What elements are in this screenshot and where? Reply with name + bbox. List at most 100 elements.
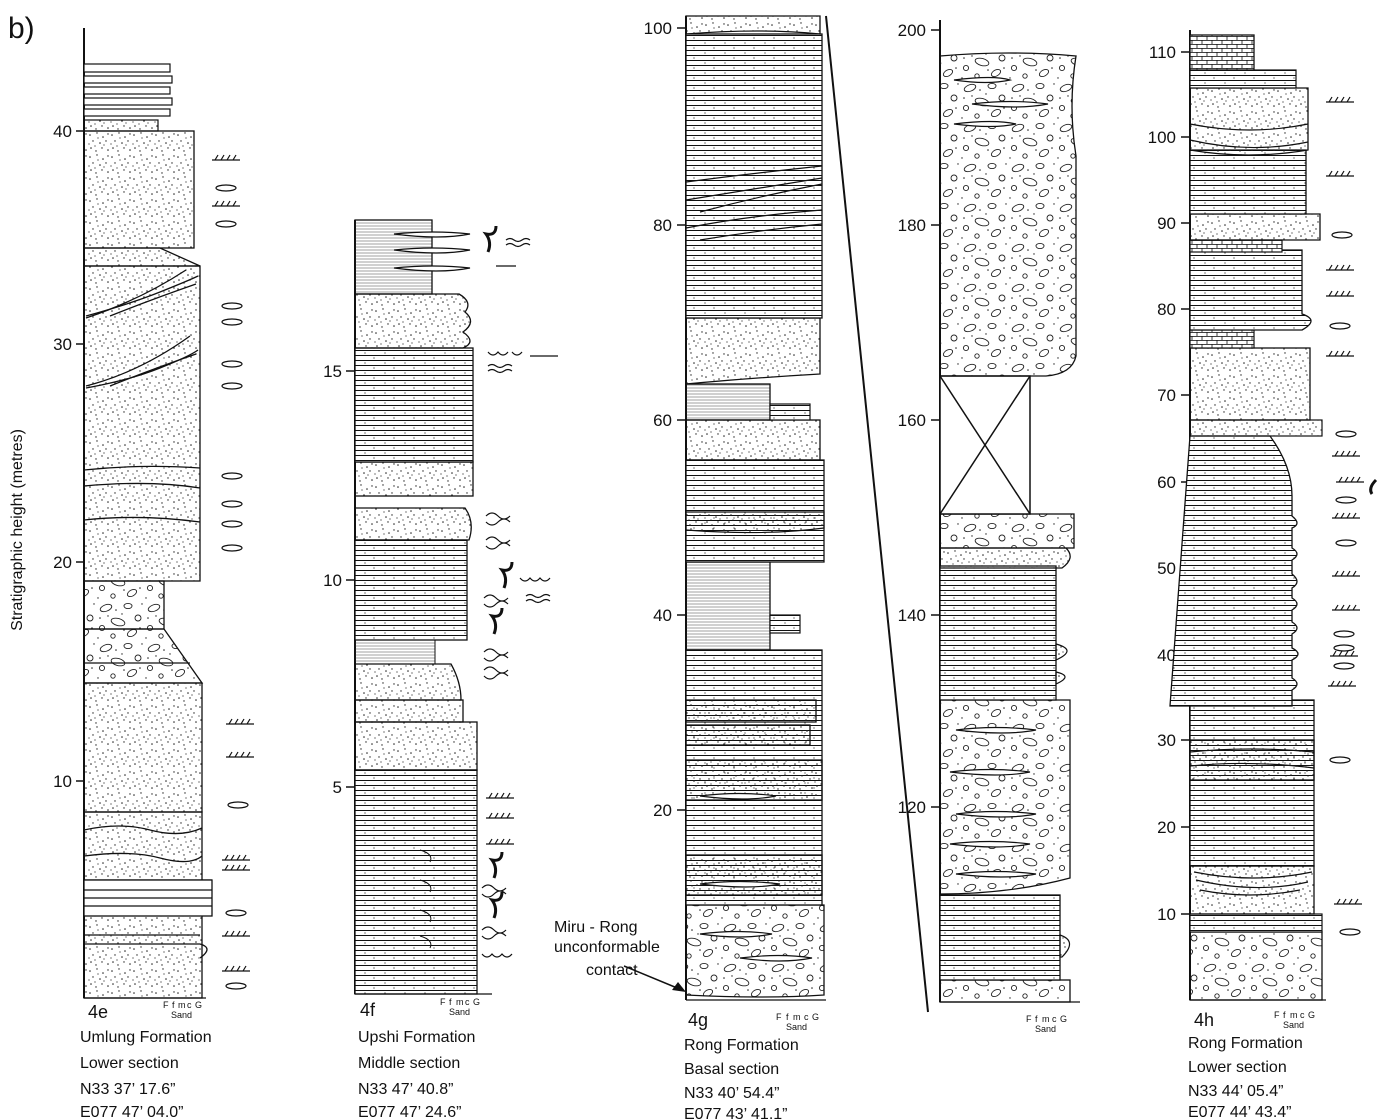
annotation-line-2: unconformable [554,939,660,956]
tick-4h-90: 90 [1157,214,1176,233]
bed-4f-interbedded-lower [355,770,477,994]
tick-4e-40: 40 [53,122,72,141]
bed-4f-interbedded-upper [355,348,473,462]
tick-4g-180: 180 [898,216,926,235]
section-4g-part: Basal section [684,1061,779,1078]
tick-4e-10: 10 [53,772,72,791]
grain-4g-m: m [793,1012,801,1022]
panel-label: b) [8,12,35,45]
grain-4f-sand: Sand [449,1007,470,1017]
tick-4g-60: 60 [653,411,672,430]
tick-4h-20: 20 [1157,818,1176,837]
bed-4g-cont-conglomerate-upper [940,514,1074,548]
grain-4f-f: f [449,997,452,1007]
grain-4h-f: f [1283,1010,1286,1020]
tick-4g-100: 100 [644,19,672,38]
section-4e-log: 10 20 30 40 [53,28,254,1120]
grain-4h-m: m [1290,1010,1298,1020]
section-4h-formation: Rong Formation [1188,1035,1303,1052]
tick-4g-160: 160 [898,411,926,430]
tick-4h-50: 50 [1157,559,1176,578]
grain-4f-c: c [465,997,470,1007]
tick-4g-80: 80 [653,216,672,235]
tick-4h-110: 110 [1149,43,1176,62]
section-4f-part: Middle section [358,1055,460,1072]
bed-4h-interbedded-lower [1190,700,1314,866]
bed-4g-cont-conglomerate-base [940,980,1070,1002]
bed-4h-sandstone-upper [1190,348,1310,420]
section-4g-connector [826,16,928,1012]
section-4e-part: Lower section [80,1055,179,1072]
section-4f-formation: Upshi Formation [358,1029,475,1046]
grain-4gc-sand: Sand [1035,1024,1056,1034]
bed-4g-interbedded-upper [686,34,822,318]
annotation-line-3: contact [586,962,638,979]
grain-4g-G: G [812,1012,819,1022]
bed-4e-sand-lower [84,683,202,812]
section-4e-formation: Umlung Formation [80,1029,212,1046]
section-4f-log: 5 10 15 [323,220,558,1120]
section-4h-log: 10 20 30 40 50 60 70 80 90 100 110 [1148,30,1376,1120]
tick-4e-20: 20 [53,553,72,572]
grain-4e-c: c [187,1000,192,1010]
grain-4gc-f: f [1035,1014,1038,1024]
tick-4h-80: 80 [1157,300,1176,319]
grain-4e-f: f [172,1000,175,1010]
bed-4f-mud-mid [355,640,435,664]
section-4g-continuation-log: 120 140 160 180 200 F f m c [898,20,1080,1034]
section-4f-lat: N33 47’ 40.8” [358,1081,453,1098]
tick-4g-200: 200 [898,21,926,40]
section-4g-lon: E077 43’ 41.1” [684,1106,787,1120]
tick-4h-60: 60 [1157,473,1176,492]
y-axis-title: Stratigraphic height (metres) [9,429,26,631]
section-4e-lon: E077 47’ 04.0” [80,1104,183,1120]
tick-4g-40: 40 [653,606,672,625]
section-4f-lon: E077 47’ 24.6” [358,1104,461,1120]
tick-4f-5: 5 [333,778,342,797]
bed-4e-interbedded-top [84,64,172,131]
tick-4g-140: 140 [898,606,926,625]
grain-4f-F: F [440,997,446,1007]
grain-4gc-F: F [1026,1014,1032,1024]
bed-4g-interbedded-mid [686,460,824,562]
grain-4f-m: m [456,997,464,1007]
tick-4f-15: 15 [323,362,342,381]
bed-4g-cont-interbedded-mid [940,566,1056,700]
grain-4e-G: G [195,1000,202,1010]
tick-4h-70: 70 [1157,386,1176,405]
tick-4h-30: 30 [1157,731,1176,750]
section-4h-part: Lower section [1188,1059,1287,1076]
bed-4e-conglomerate [84,581,164,629]
tick-4e-30: 30 [53,335,72,354]
section-4g-formation: Rong Formation [684,1037,799,1054]
bed-4g-cont-interbedded-lower [940,895,1060,980]
bed-4g-mudstone-mid [686,562,770,650]
grain-4e-sand: Sand [171,1010,192,1020]
section-4g-lat: N33 40’ 54.4” [684,1085,779,1102]
bed-4e-congl-wedge [84,629,202,683]
section-4h-lon: E077 44’ 43.4” [1188,1104,1291,1120]
bed-4h-carbonate-1 [1190,330,1254,348]
annotation-line-1: Miru - Rong [554,919,638,936]
bed-4f-interbedded-mid [355,540,467,640]
grain-4e-m: m [178,1000,186,1010]
section-4h-code: 4h [1194,1010,1214,1030]
section-4h-lat: N33 44’ 05.4” [1188,1083,1283,1100]
grain-4gc-c: c [1052,1014,1057,1024]
tick-4h-10: 10 [1157,905,1176,924]
section-4g-code: 4g [688,1010,708,1030]
bed-4h-carbonate-top [1190,35,1254,70]
bed-4g-mudstone-upper [686,384,770,420]
grain-4h-F: F [1274,1010,1280,1020]
tick-4f-10: 10 [323,571,342,590]
tick-4h-100: 100 [1148,128,1176,147]
tick-4g-120: 120 [898,798,926,817]
section-4e-code: 4e [88,1002,108,1022]
grain-4h-c: c [1300,1010,1305,1020]
grain-4h-sand: Sand [1283,1020,1304,1030]
section-4g-log: 20 40 60 80 100 [554,16,826,1120]
tick-4g-20: 20 [653,801,672,820]
grain-4h-G: G [1308,1010,1315,1020]
bed-4f-mudstone-top [355,220,432,294]
